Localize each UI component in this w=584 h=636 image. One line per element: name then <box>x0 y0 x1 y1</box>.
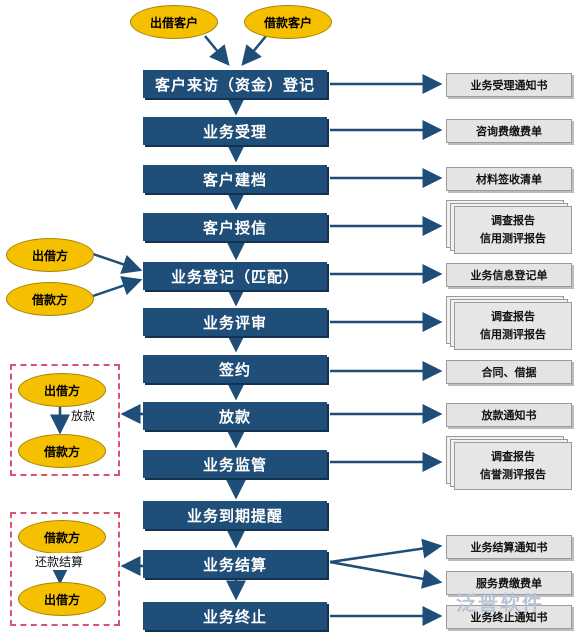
loan-lender-oval: 出借方 <box>18 373 106 407</box>
doc-business-info: 业务信息登记单 <box>446 263 572 287</box>
step-supervision: 业务监管 <box>143 450 327 478</box>
step-customer-file: 客户建档 <box>143 165 327 193</box>
doc-label: 咨询费缴费单 <box>476 125 542 138</box>
doc-service-fee: 服务费缴费单 <box>446 571 572 595</box>
match-lender-oval: 出借方 <box>6 238 94 272</box>
step-visit-registration: 客户来访（资金）登记 <box>143 70 327 98</box>
doc-label: 业务结算通知书 <box>470 541 548 554</box>
match-borrower-oval: 借款方 <box>6 282 94 316</box>
loan-borrower-oval: 借款方 <box>18 434 106 468</box>
step-label: 业务监管 <box>202 455 267 474</box>
step-loan-release: 放款 <box>143 402 327 430</box>
loan-flow-label: 放款 <box>70 407 97 424</box>
step-label: 业务终止 <box>202 607 267 626</box>
step-business-review: 业务评审 <box>143 308 327 336</box>
step-sign-contract: 签约 <box>143 355 327 383</box>
borrower-customer-label: 借款客户 <box>263 15 312 30</box>
doc-label: 调查报告 <box>491 214 535 227</box>
match-borrower-label: 借款方 <box>31 292 68 307</box>
settle-borrower-oval: 借款方 <box>18 520 106 554</box>
step-settlement: 业务结算 <box>143 550 327 578</box>
settle-lender-label: 出借方 <box>43 592 80 607</box>
doc-settlement-notice: 业务结算通知书 <box>446 535 572 559</box>
doc-contract: 合同、借据 <box>446 360 572 384</box>
loan-borrower-label: 借款方 <box>43 444 80 459</box>
step-label: 业务评审 <box>202 313 267 332</box>
step-label: 客户来访（资金）登记 <box>154 75 315 94</box>
doc-stack-credit-1: 调查报告 信用测评报告 <box>446 200 572 254</box>
settle-borrower-label: 借款方 <box>43 530 80 545</box>
settle-flow-label: 还款结算 <box>34 553 85 570</box>
doc-consult-fee: 咨询费缴费单 <box>446 119 572 143</box>
step-label: 放款 <box>218 407 251 426</box>
loan-group-box <box>10 364 120 476</box>
doc-label: 材料签收清单 <box>476 173 542 186</box>
settle-lender-oval: 出借方 <box>18 582 106 616</box>
settle-group-box <box>10 512 120 626</box>
step-business-acceptance: 业务受理 <box>143 117 327 145</box>
doc-label: 业务终止通知书 <box>470 611 548 624</box>
doc-label: 信誉测评报告 <box>480 468 546 481</box>
doc-label: 放款通知书 <box>481 409 537 422</box>
doc-loan-notice: 放款通知书 <box>446 403 572 427</box>
doc-label: 调查报告 <box>491 450 535 463</box>
loan-lender-label: 出借方 <box>43 383 80 398</box>
doc-acceptance-notice: 业务受理通知书 <box>446 73 572 97</box>
doc-label: 服务费缴费单 <box>476 577 542 590</box>
step-due-reminder: 业务到期提醒 <box>143 501 327 529</box>
borrower-customer-oval: 借款客户 <box>244 5 332 39</box>
doc-label: 调查报告 <box>491 310 535 323</box>
doc-label: 业务受理通知书 <box>470 79 548 92</box>
step-label: 签约 <box>218 360 251 379</box>
match-lender-label: 出借方 <box>31 248 68 263</box>
step-label: 客户授信 <box>202 218 267 237</box>
doc-label: 合同、借据 <box>481 366 537 379</box>
step-label: 业务登记（匹配） <box>170 267 299 286</box>
doc-label: 信用测评报告 <box>480 328 546 341</box>
step-label: 业务受理 <box>202 122 267 141</box>
doc-stack-credit-2: 调查报告 信用测评报告 <box>446 296 572 350</box>
watermark-logo: 泛普软件 <box>456 591 544 615</box>
doc-termination-notice: 业务终止通知书 <box>446 605 572 629</box>
lender-customer-label: 出借客户 <box>149 15 198 30</box>
step-business-matching: 业务登记（匹配） <box>143 262 327 290</box>
step-credit-grant: 客户授信 <box>143 213 327 241</box>
doc-label: 业务信息登记单 <box>470 269 548 282</box>
doc-label: 信用测评报告 <box>480 232 546 245</box>
step-label: 业务到期提醒 <box>186 506 283 525</box>
step-label: 业务结算 <box>202 555 267 574</box>
step-termination: 业务终止 <box>143 602 327 630</box>
doc-stack-credit-3: 调查报告 信誉测评报告 <box>446 436 572 490</box>
lender-customer-oval: 出借客户 <box>130 5 218 39</box>
step-label: 客户建档 <box>202 170 267 189</box>
doc-material-receipt: 材料签收清单 <box>446 167 572 191</box>
